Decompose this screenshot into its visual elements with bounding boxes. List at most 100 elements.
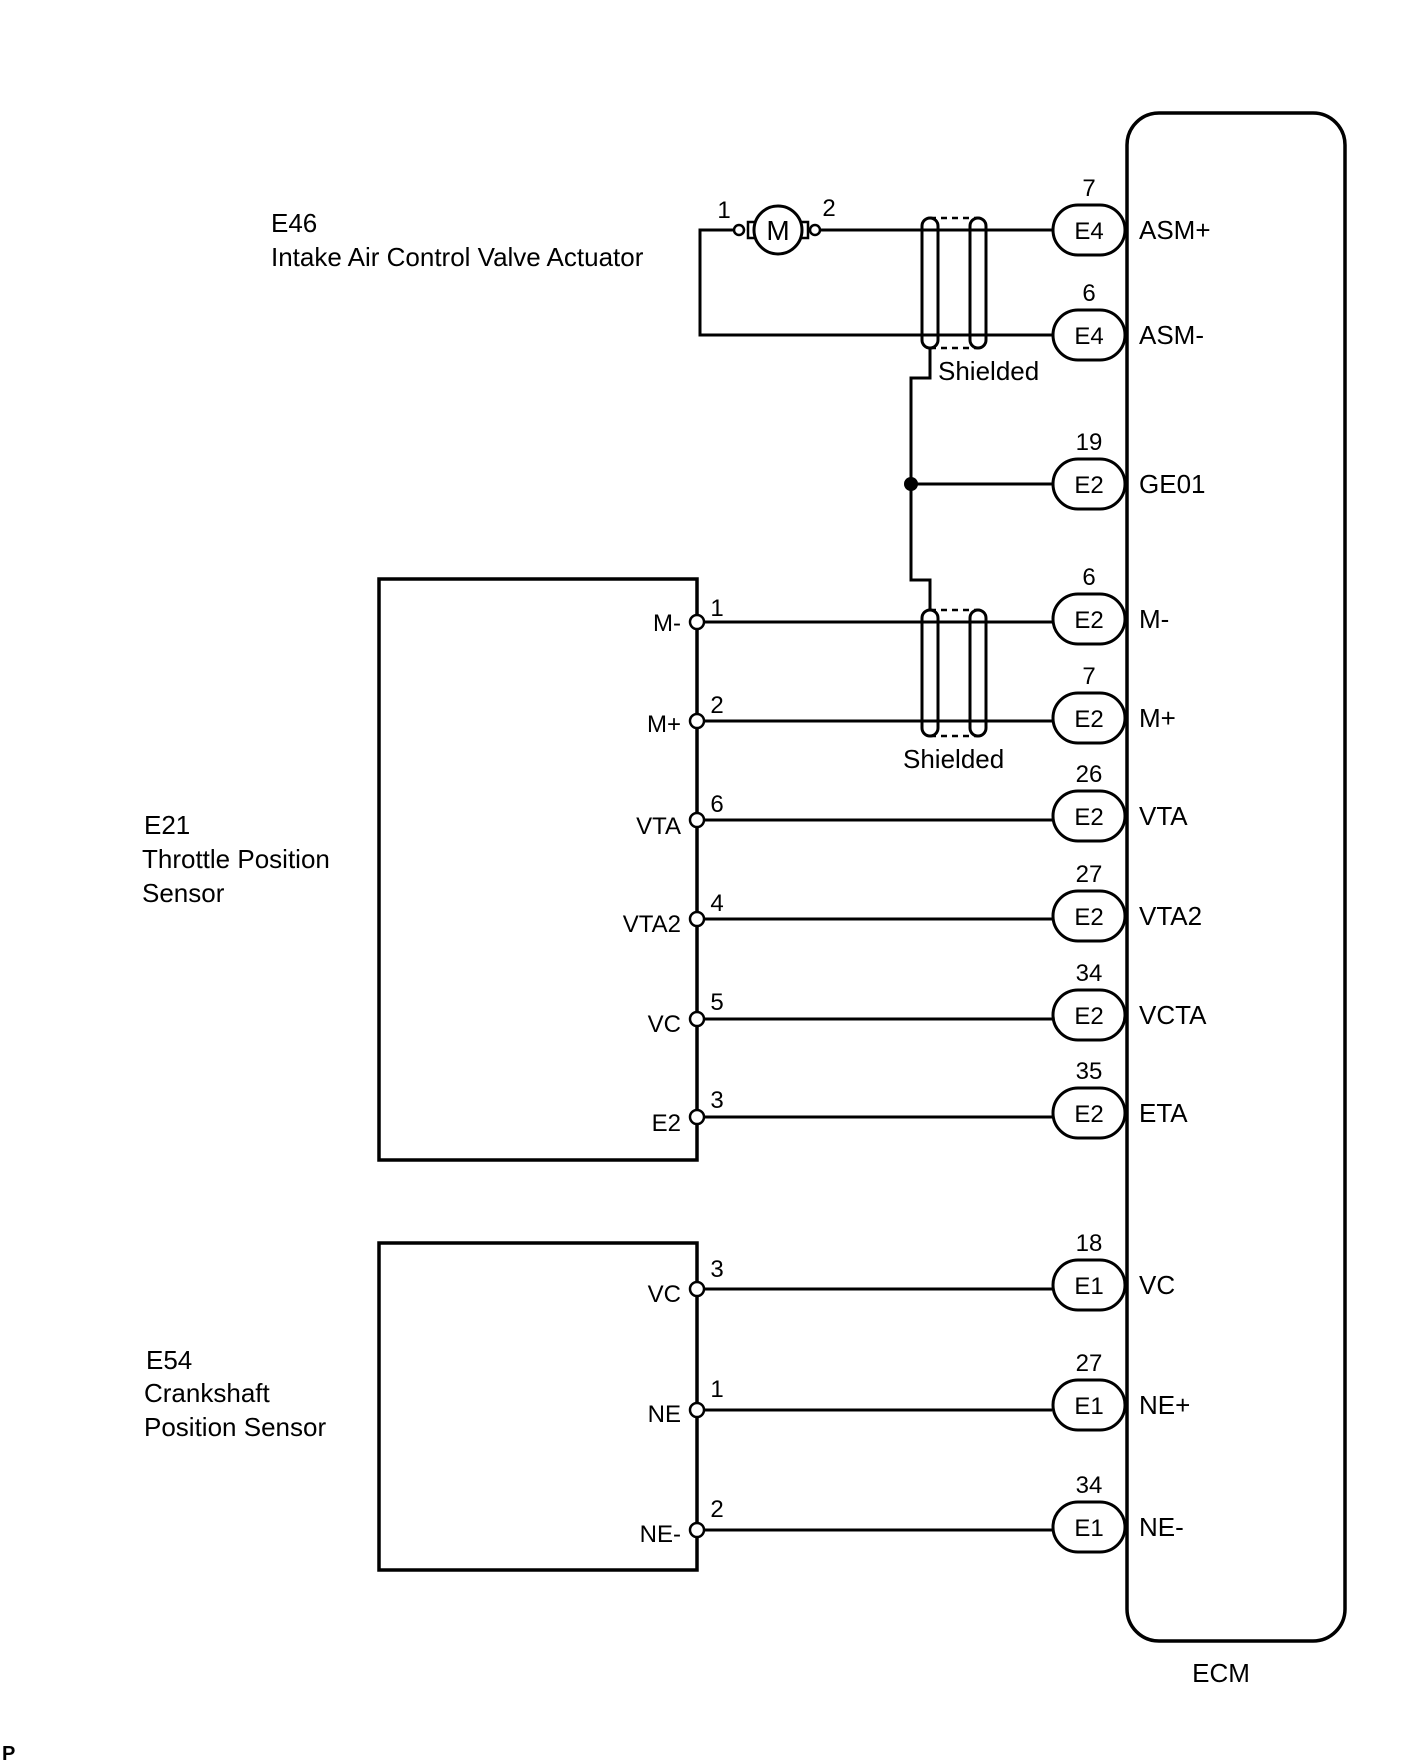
connector-oval: [1051, 691, 1127, 745]
e54-pin-vc: [688, 1280, 706, 1298]
e54-pin-number: 2: [710, 1496, 723, 1523]
ecm-signal-label: VC: [1139, 1270, 1175, 1300]
terminal-pin-number: 7: [1082, 663, 1095, 690]
terminal-pin-number: 27: [1076, 861, 1103, 888]
e21-pin-vta2: [688, 910, 706, 928]
ecm-signal-label: ASM-: [1139, 320, 1204, 350]
ecm-label: ECM: [1192, 1658, 1250, 1688]
ecm-terminals: E47ASM+E46ASM-E219GE01E26M-E27M+E226VTAE…: [1051, 175, 1211, 1554]
ecm-terminal: E2 7M+: [1051, 663, 1176, 745]
terminal-pin-number: 6: [1082, 564, 1095, 591]
upper-shield-symbol: [920, 216, 988, 350]
ecm-signal-label: NE+: [1139, 1390, 1190, 1420]
e54-pin-label: VC: [648, 1281, 681, 1308]
terminal-pin-number: 18: [1076, 1230, 1103, 1257]
connector-code: E1: [1074, 1515, 1103, 1542]
footer-mark: P: [2, 1743, 15, 1763]
splice-point: [904, 477, 918, 491]
connector-oval: [1051, 1378, 1127, 1432]
connector-oval: [1051, 1258, 1127, 1312]
e21-box: [377, 577, 699, 1162]
connector-code: E1: [1074, 1393, 1103, 1420]
ecm-signal-label: VTA: [1139, 801, 1188, 831]
e54-pin-number: 1: [710, 1376, 723, 1403]
e21-pin-number: 1: [710, 595, 723, 622]
e21-pin-m-minus: [688, 613, 706, 631]
e21-pin-label: E2: [652, 1110, 681, 1137]
lower-shield-symbol: [920, 608, 988, 738]
e21-pin-number: 2: [710, 692, 723, 719]
connector-code: E1: [1074, 1273, 1103, 1300]
connector-code: E2: [1074, 904, 1103, 931]
ecm-box: [1125, 111, 1347, 1643]
e21-pin-label: VC: [648, 1011, 681, 1038]
e54-pin-number: 3: [710, 1256, 723, 1283]
e21-pin-label: VTA2: [623, 911, 681, 938]
ecm-signal-label: ASM+: [1139, 215, 1211, 245]
connector-oval: [1051, 789, 1127, 843]
e46-code: E46: [271, 208, 317, 238]
connector-code: E2: [1074, 706, 1103, 733]
connector-code: E2: [1074, 472, 1103, 499]
connector-code: E4: [1074, 323, 1103, 350]
e21-pin-label: M-: [653, 610, 681, 637]
e54-pin-ne-minus: [688, 1521, 706, 1539]
connector-code: E2: [1074, 1003, 1103, 1030]
ecm-terminal: E2 6M-: [1051, 564, 1169, 646]
e21-code: E21: [144, 810, 190, 840]
terminal-pin-number: 6: [1082, 280, 1095, 307]
e21-pin-vc: [688, 1010, 706, 1028]
e54-pin-label: NE-: [640, 1521, 681, 1548]
e54-pin-ne: [688, 1401, 706, 1419]
connector-code: E2: [1074, 1101, 1103, 1128]
connector-oval: [1051, 889, 1127, 943]
connector-oval: [1051, 592, 1127, 646]
e21-pin-number: 6: [710, 791, 723, 818]
e21-pin-vta: [688, 811, 706, 829]
e54-name-line2: Position Sensor: [144, 1412, 326, 1442]
connector-oval: [1051, 308, 1127, 362]
ecm-signal-label: VCTA: [1139, 1000, 1207, 1030]
e21-pin-number: 4: [710, 890, 723, 917]
motor-pin-1: [732, 223, 746, 237]
terminal-pin-number: 27: [1076, 1350, 1103, 1377]
terminal-pin-number: 7: [1082, 175, 1095, 202]
e21-pin-e2: [688, 1108, 706, 1126]
ecm-signal-label: GE01: [1139, 469, 1206, 499]
e46-name: Intake Air Control Valve Actuator: [271, 242, 644, 272]
connector-oval: [1051, 1500, 1127, 1554]
lower-shield-label: Shielded: [903, 744, 1004, 774]
e54-name-line1: Crankshaft: [144, 1378, 270, 1408]
terminal-pin-number: 34: [1076, 1472, 1103, 1499]
e54-pin-label: NE: [648, 1401, 681, 1428]
connector-code: E2: [1074, 804, 1103, 831]
connector-oval: [1051, 988, 1127, 1042]
ecm-signal-label: NE-: [1139, 1512, 1184, 1542]
ecm-signal-label: M+: [1139, 703, 1176, 733]
svg-text:M: M: [766, 215, 789, 246]
ecm-signal-label: VTA2: [1139, 901, 1202, 931]
e21-name-line1: Throttle Position: [142, 844, 330, 874]
e21-pin-number: 3: [710, 1087, 723, 1114]
motor-icon: M: [746, 204, 810, 256]
ecm-signal-label: M-: [1139, 604, 1169, 634]
ecm-signal-label: ETA: [1139, 1098, 1188, 1128]
connector-oval: [1051, 1086, 1127, 1140]
connector-code: E2: [1074, 607, 1103, 634]
asm-minus-wire: [698, 228, 1052, 337]
motor-pin-2-number: 2: [822, 195, 835, 222]
upper-shield-label: Shielded: [938, 356, 1039, 386]
motor-pin-1-number: 1: [717, 197, 730, 224]
connector-oval: [1051, 457, 1127, 511]
terminal-pin-number: 35: [1076, 1058, 1103, 1085]
